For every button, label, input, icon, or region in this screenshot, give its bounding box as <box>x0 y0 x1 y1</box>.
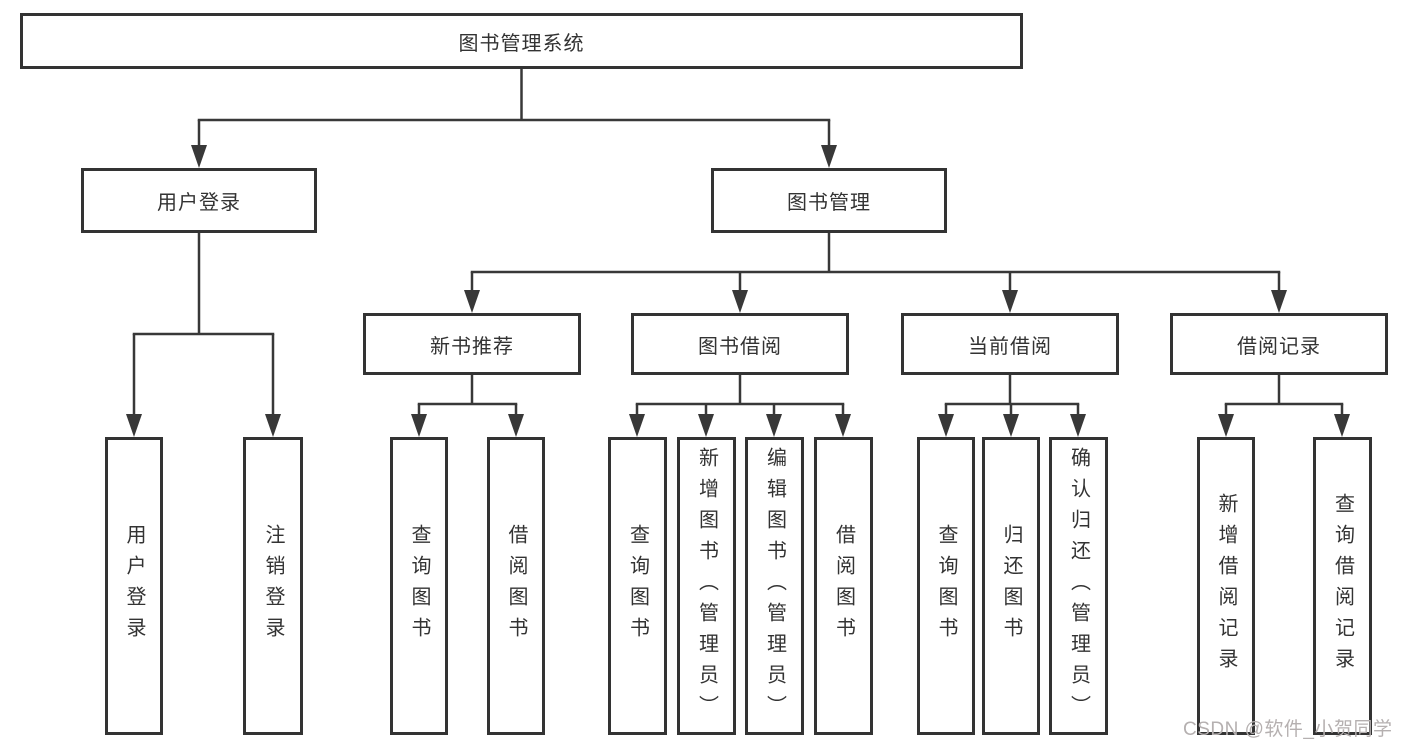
leaf-logout: 注销登录 <box>243 437 303 735</box>
leaf-current-return: 归还图书 <box>982 437 1040 735</box>
arrowhead-icon <box>1271 290 1287 313</box>
leaf-current-query-label: 查询图书 <box>935 524 957 648</box>
leaf-borrow-add-label: 新增图书（管理员） <box>695 446 718 726</box>
leaf-newbook-borrow-label: 借阅图书 <box>505 524 527 648</box>
arrowhead-icon <box>821 145 837 168</box>
leaf-borrow-edit-label: 编辑图书（管理员） <box>763 446 786 726</box>
arrowhead-icon <box>265 414 281 437</box>
leaf-borrow-edit: 编辑图书（管理员） <box>745 437 804 735</box>
node-borrow-records-menu: 借阅记录 <box>1170 313 1388 375</box>
leaf-records-add: 新增借阅记录 <box>1197 437 1255 735</box>
leaf-current-confirm: 确认归还（管理员） <box>1049 437 1108 735</box>
watermark: CSDN @软件_小贺同学 <box>1183 719 1393 740</box>
node-new-book-menu: 新书推荐 <box>363 313 581 375</box>
leaf-records-query: 查询借阅记录 <box>1313 437 1372 735</box>
arrowhead-icon <box>191 145 207 168</box>
node-root: 图书管理系统 <box>20 13 1023 69</box>
leaf-borrow-query: 查询图书 <box>608 437 667 735</box>
connector-login-to-leaves <box>126 233 281 437</box>
leaf-newbook-query-label: 查询图书 <box>408 524 430 648</box>
arrowhead-icon <box>464 290 480 313</box>
leaf-borrow-add: 新增图书（管理员） <box>677 437 736 735</box>
leaf-records-query-label: 查询借阅记录 <box>1331 493 1354 679</box>
arrowhead-icon <box>835 414 851 437</box>
leaf-borrow-borrow: 借阅图书 <box>814 437 873 735</box>
arrowhead-icon <box>1334 414 1350 437</box>
node-user-login-menu: 用户登录 <box>81 168 317 233</box>
arrowhead-icon <box>629 414 645 437</box>
leaf-newbook-query: 查询图书 <box>390 437 448 735</box>
leaf-user-login-label: 用户登录 <box>123 524 145 648</box>
leaf-borrow-borrow-label: 借阅图书 <box>832 524 855 648</box>
leaf-borrow-query-label: 查询图书 <box>626 524 649 648</box>
leaf-current-confirm-label: 确认归还（管理员） <box>1067 446 1090 726</box>
arrowhead-icon <box>126 414 142 437</box>
leaf-current-query: 查询图书 <box>917 437 975 735</box>
arrowhead-icon <box>411 414 427 437</box>
connector-mgmt-to-level3 <box>464 233 1287 313</box>
leaf-logout-label: 注销登录 <box>262 524 284 648</box>
leaf-user-login: 用户登录 <box>105 437 163 735</box>
leaf-current-return-label: 归还图书 <box>1000 524 1022 648</box>
arrowhead-icon <box>1070 414 1086 437</box>
connector-newbook-to-leaves <box>411 375 524 437</box>
arrowhead-icon <box>766 414 782 437</box>
connector-root-to-level2 <box>191 69 837 168</box>
arrowhead-icon <box>1003 414 1019 437</box>
leaf-newbook-borrow: 借阅图书 <box>487 437 545 735</box>
arrowhead-icon <box>1218 414 1234 437</box>
arrowhead-icon <box>1002 290 1018 313</box>
node-book-mgmt-menu: 图书管理 <box>711 168 947 233</box>
connector-borrow-to-leaves <box>629 375 851 437</box>
arrowhead-icon <box>938 414 954 437</box>
arrowhead-icon <box>732 290 748 313</box>
connector-records-to-leaves <box>1218 375 1350 437</box>
node-book-borrow-menu: 图书借阅 <box>631 313 849 375</box>
arrowhead-icon <box>698 414 714 437</box>
node-current-borrow-menu: 当前借阅 <box>901 313 1119 375</box>
leaf-records-add-label: 新增借阅记录 <box>1215 493 1237 679</box>
arrowhead-icon <box>508 414 524 437</box>
connector-current-to-leaves <box>938 375 1086 437</box>
